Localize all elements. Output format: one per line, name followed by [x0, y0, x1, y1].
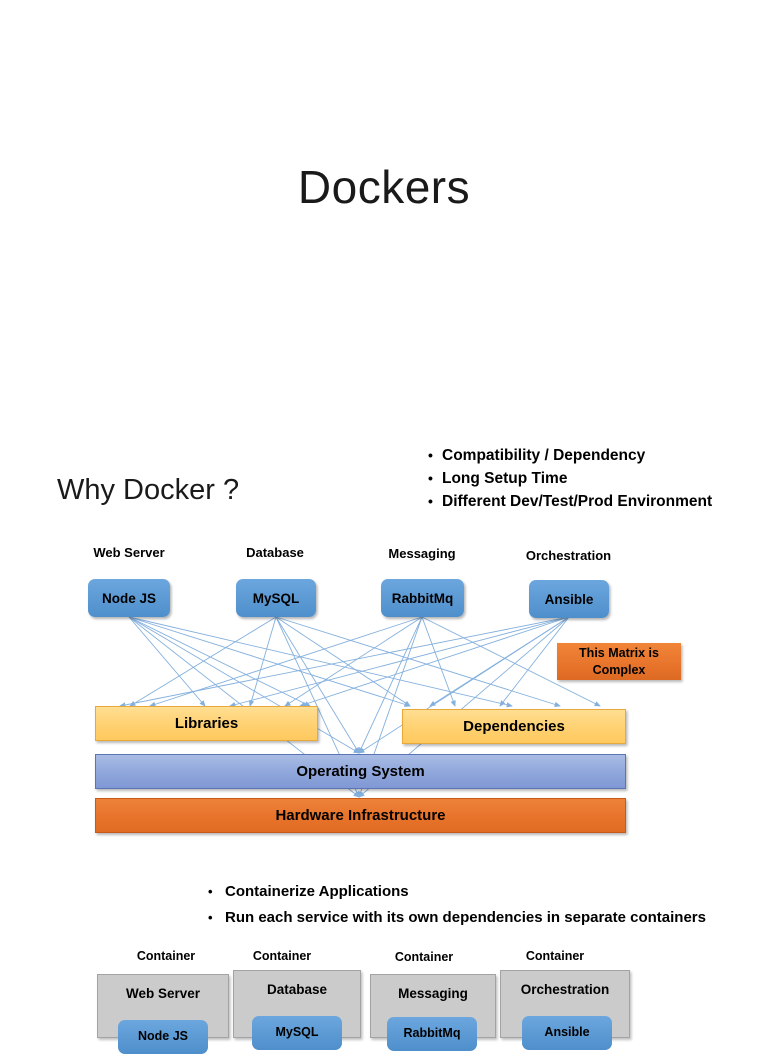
matrix-complex-line-1: This Matrix is [579, 645, 659, 660]
list-item: • Compatibility / Dependency [428, 444, 728, 467]
container-title: Messaging [398, 986, 468, 1001]
layer-bar-libraries: Libraries [95, 706, 318, 741]
container-box-orchestration[interactable]: Orchestration Ansible [500, 970, 630, 1050]
problem-bullet-list: • Compatibility / Dependency • Long Setu… [428, 444, 728, 513]
bullet-icon: • [208, 910, 213, 925]
container-title: Database [266, 982, 328, 997]
container-caption-3: Container [394, 950, 454, 964]
container-box-web-server[interactable]: Web Server Node JS [97, 974, 229, 1054]
container-title: Web Server [125, 986, 201, 1001]
container-service-node-js[interactable]: Node JS [118, 1020, 208, 1054]
solution-bullet-list: • Containerize Applications • Run each s… [208, 879, 768, 931]
container-service-rabbitmq[interactable]: RabbitMq [387, 1017, 477, 1051]
matrix-complex-callout: This Matrix is Complex [557, 643, 681, 680]
service-box-rabbitmq[interactable]: RabbitMq [381, 579, 464, 617]
list-item: • Long Setup Time [428, 467, 728, 490]
container-box-messaging[interactable]: Messaging RabbitMq [370, 974, 496, 1051]
why-docker-heading: Why Docker ? [57, 474, 240, 506]
list-item: • Containerize Applications [208, 879, 768, 905]
bullet-icon: • [428, 470, 433, 486]
service-box-mysql[interactable]: MySQL [236, 579, 316, 617]
service-box-ansible[interactable]: Ansible [529, 580, 609, 618]
container-service-ansible[interactable]: Ansible [522, 1016, 612, 1050]
list-item-label: Long Setup Time [442, 470, 568, 487]
matrix-complex-line-2: Complex [592, 662, 646, 677]
list-item: • Different Dev/Test/Prod Environment [428, 490, 728, 513]
container-caption-2: Container [252, 949, 312, 963]
bullet-icon: • [428, 493, 433, 509]
list-item-label: Containerize Applications [225, 883, 409, 900]
layer-bar-dependencies: Dependencies [402, 709, 626, 744]
stack-label-orchestration: Orchestration [525, 548, 612, 563]
layer-bar-operating-system: Operating System [95, 754, 626, 789]
container-title: Orchestration [520, 982, 610, 997]
container-caption-4: Container [525, 949, 585, 963]
list-item-label: Run each service with its own dependenci… [225, 909, 706, 926]
list-item-label: Compatibility / Dependency [442, 447, 646, 464]
stack-label-web-server: Web Server [93, 545, 165, 560]
page-title: Dockers [297, 161, 471, 213]
layer-bar-hardware-infrastructure: Hardware Infrastructure [95, 798, 626, 833]
bullet-icon: • [428, 447, 433, 463]
bullet-icon: • [208, 884, 213, 899]
container-service-mysql[interactable]: MySQL [252, 1016, 342, 1050]
container-caption-1: Container [136, 949, 196, 963]
stack-label-database: Database [246, 545, 304, 560]
container-box-database[interactable]: Database MySQL [233, 970, 361, 1050]
list-item-label: Different Dev/Test/Prod Environment [442, 493, 713, 510]
list-item: • Run each service with its own dependen… [208, 905, 768, 931]
stack-label-messaging: Messaging [388, 546, 456, 561]
service-box-node-js[interactable]: Node JS [88, 579, 170, 617]
